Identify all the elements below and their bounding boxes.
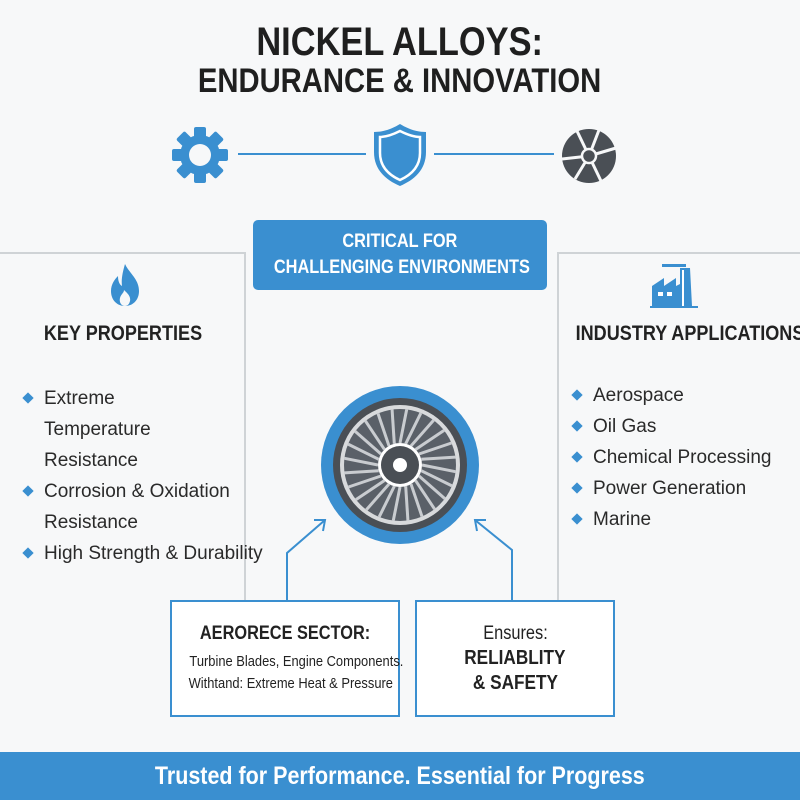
- turbine-blade: [344, 469, 379, 475]
- turbine-blade: [398, 409, 409, 444]
- turbine-blade: [409, 483, 424, 517]
- turbine-blade: [377, 485, 396, 518]
- list-item: Chemical Processing: [571, 442, 791, 473]
- key-properties-list: Extreme Temperature Resistance Corrosion…: [22, 383, 302, 569]
- turbine-fan-icon: [561, 129, 617, 183]
- turbine-blade: [414, 429, 445, 451]
- right-panel-border: [557, 252, 559, 600]
- connector-line: [238, 153, 366, 155]
- list-item: Oil Gas: [571, 411, 791, 442]
- diamond-bullet-icon: [571, 451, 583, 463]
- right-panel-border: [557, 252, 800, 254]
- shield-icon: [374, 124, 426, 186]
- turbine-blade: [347, 442, 380, 461]
- ensures-value-line2: & SAFETY: [472, 672, 558, 694]
- industry-applications-heading: INDUSTRY APPLICATIONS: [575, 322, 800, 345]
- connector-line: [434, 153, 554, 155]
- flame-icon: [111, 264, 139, 306]
- turbine-blade: [391, 486, 402, 521]
- turbine-blade: [376, 413, 391, 447]
- critical-banner: CRITICAL FOR CHALLENGING ENVIRONMENTS: [253, 220, 547, 290]
- diamond-bullet-icon: [571, 482, 583, 494]
- diamond-bullet-icon: [571, 389, 583, 401]
- turbine-blade: [418, 474, 446, 500]
- list-item: Marine: [571, 504, 791, 535]
- ensures-value-line1: RELIABLITY: [464, 647, 566, 669]
- turbine-blade: [355, 479, 386, 501]
- diamond-bullet-icon: [22, 547, 34, 559]
- turbine-blade: [348, 474, 382, 489]
- jet-engine-turbine-icon: [286, 386, 513, 600]
- turbine-blade: [421, 455, 456, 461]
- key-properties-heading: KEY PROPERTIES: [43, 322, 202, 345]
- turbine-blade: [404, 486, 410, 521]
- turbine-blade: [364, 420, 386, 451]
- diamond-bullet-icon: [571, 513, 583, 525]
- page-title-line2: ENDURANCE & INNOVATION: [198, 62, 602, 100]
- ensures-label: Ensures:: [482, 623, 548, 644]
- gear-icon: [172, 127, 228, 183]
- turbine-blade: [404, 412, 423, 445]
- left-panel-border: [0, 252, 245, 254]
- list-item: High Strength & Durability: [22, 538, 302, 569]
- turbine-blade: [390, 409, 396, 444]
- aerospace-sector-box: AERORECE SECTOR: Turbine Blades, Engine …: [170, 600, 404, 717]
- turbine-blade: [365, 483, 391, 511]
- page-title-line1: NICKEL ALLOYS:: [256, 20, 544, 64]
- ensures-box: Ensures: RELIABLITY & SAFETY: [415, 600, 615, 717]
- factory-icon: [650, 264, 698, 308]
- turbine-blade: [414, 479, 436, 510]
- left-panel-border: [244, 252, 246, 600]
- turbine-blade: [421, 463, 456, 474]
- diamond-bullet-icon: [22, 485, 34, 497]
- diamond-bullet-icon: [22, 392, 34, 404]
- list-item: Power Generation: [571, 473, 791, 504]
- turbine-blade: [418, 441, 452, 456]
- footer-banner: Trusted for Performance. Essential for P…: [0, 752, 800, 800]
- aerospace-box-heading: AERORECE SECTOR:: [199, 622, 371, 644]
- list-item: Extreme Temperature Resistance: [22, 383, 219, 476]
- turbine-blade: [344, 456, 379, 467]
- aerospace-box-line2: Withtand: Extreme Heat & Pressure: [188, 674, 393, 692]
- turbine-blade: [409, 419, 435, 447]
- industry-applications-list: Aerospace Oil Gas Chemical Processing Po…: [571, 380, 791, 535]
- turbine-blade: [420, 469, 453, 488]
- list-item: Aerospace: [571, 380, 791, 411]
- list-item: Corrosion & Oxidation Resistance: [22, 476, 302, 538]
- diamond-bullet-icon: [571, 420, 583, 432]
- turbine-blade: [354, 430, 382, 456]
- aerospace-box-line1: Turbine Blades, Engine Components.: [189, 652, 404, 670]
